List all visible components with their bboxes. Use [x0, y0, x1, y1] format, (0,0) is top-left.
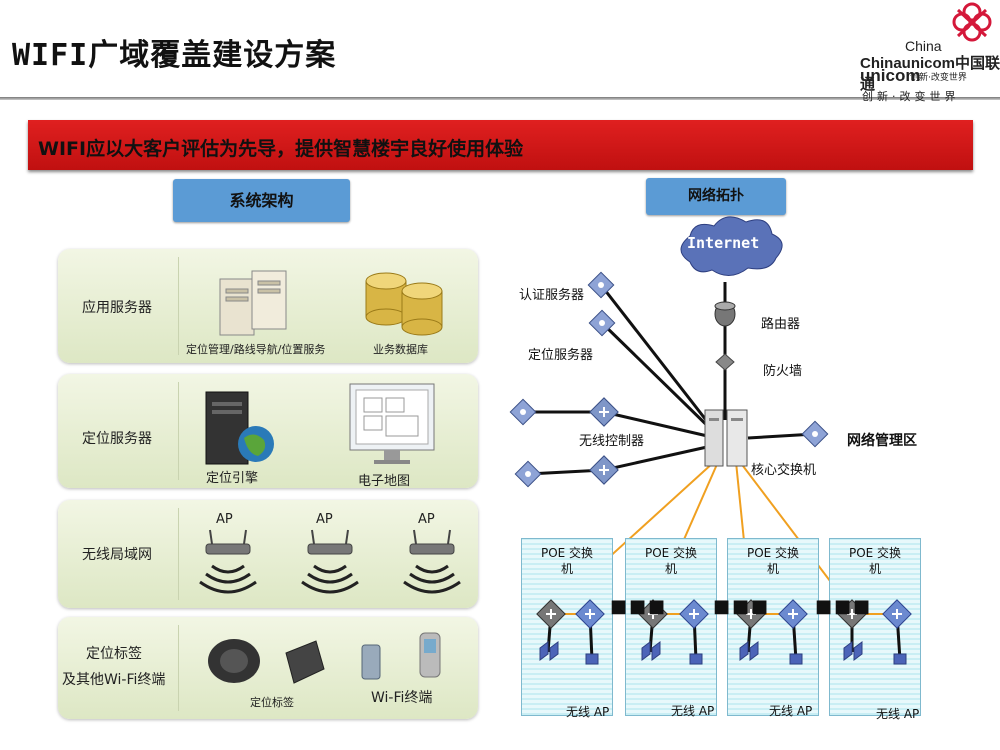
ap-label: AP: [216, 512, 233, 527]
logo-unicom-text: unicom: [860, 66, 921, 85]
logo-slogan: 创新·改变世界: [862, 90, 960, 103]
logo-small-slogan: 创新·改变世界: [910, 73, 967, 83]
caption-positioning-engine: 定位引擎: [206, 471, 259, 486]
caption-electronic-map: 电子地图: [358, 474, 411, 489]
poe-label: POE 交换机: [540, 546, 594, 576]
layer-label: 定位服务器: [82, 431, 152, 447]
electronic-map-icon: [349, 383, 435, 464]
poe-group-3: [727, 538, 819, 716]
caption-location-tag: 定位标签: [250, 696, 294, 709]
core-switch-label: 核心交换机: [751, 463, 817, 478]
ap-label: AP: [316, 512, 333, 527]
access-point-icons: [199, 528, 462, 594]
layer-terminals: 定位标签 及其他Wi-Fi终端 定位标签 Wi-Fi终端: [58, 617, 478, 719]
auth-server-label: 认证服务器: [519, 288, 585, 303]
router-label: 路由器: [761, 317, 801, 332]
logo-chinaunicom-text: Chinaunicom中国联通: [860, 55, 1000, 93]
internet-cloud-icon: [680, 216, 783, 276]
network-mgmt-label: 网络管理区: [847, 433, 917, 449]
poe-group-2: [625, 538, 717, 716]
unicom-knot-logo: [952, 2, 992, 42]
wireless-ap-label: 无线 AP: [769, 704, 813, 718]
wireless-ap-label: 无线 AP: [876, 707, 920, 721]
caption-business-db: 业务数据库: [373, 343, 428, 356]
database-icon: [365, 272, 443, 336]
headline-text: WIFI应以大客户评估为先导，提供智慧楼宇良好使用体验: [38, 138, 524, 160]
poe-label: POE 交换机: [746, 546, 800, 576]
wireless-ap-label: 无线 AP: [671, 704, 715, 718]
poe-label: POE 交换机: [644, 546, 698, 576]
layer-wlan: 无线局域网 AP AP AP: [58, 500, 478, 608]
headline-banner: [28, 120, 973, 170]
layer-application-server: 应用服务器 定位管理/路线导航/位置服务 业务数据库: [58, 249, 478, 363]
internet-label: Internet: [687, 234, 760, 252]
location-server-label: 定位服务器: [528, 348, 594, 363]
layer-positioning-server: 定位服务器 定位引擎 电子地图: [58, 374, 478, 489]
wireless-ap-label: 无线 AP: [566, 705, 610, 719]
wireless-controller-label: 无线控制器: [579, 434, 645, 449]
poe-group-1: [521, 538, 613, 716]
server-tower-icon: [219, 270, 287, 336]
page-title: WIFI广域覆盖建设方案: [12, 38, 337, 73]
system-architecture-tag: 系统架构: [173, 179, 350, 222]
title-divider: [0, 97, 1000, 100]
layer-label: 应用服务器: [82, 300, 152, 316]
terminal-device-icons: [208, 632, 441, 684]
logo-china-text: China: [905, 38, 942, 54]
layer-label: 无线局域网: [82, 547, 152, 563]
firewall-label: 防火墙: [763, 364, 803, 379]
poe-label: POE 交换机: [848, 546, 902, 576]
network-topology-tag: 网络拓扑: [646, 178, 786, 215]
positioning-engine-icon: [205, 391, 274, 465]
ap-label: AP: [418, 512, 435, 527]
poe-group-4: [829, 538, 921, 716]
ellipsis-dots: ■■■: [610, 596, 668, 617]
caption-location-services: 定位管理/路线导航/位置服务: [186, 343, 326, 356]
ellipsis-dots: ■■■: [815, 596, 873, 617]
ellipsis-dots: ■■■: [713, 596, 771, 617]
layer-label-line2: 及其他Wi-Fi终端: [62, 672, 166, 688]
caption-wifi-terminal: Wi-Fi终端: [371, 690, 433, 706]
layer-label-line1: 定位标签: [86, 646, 142, 662]
